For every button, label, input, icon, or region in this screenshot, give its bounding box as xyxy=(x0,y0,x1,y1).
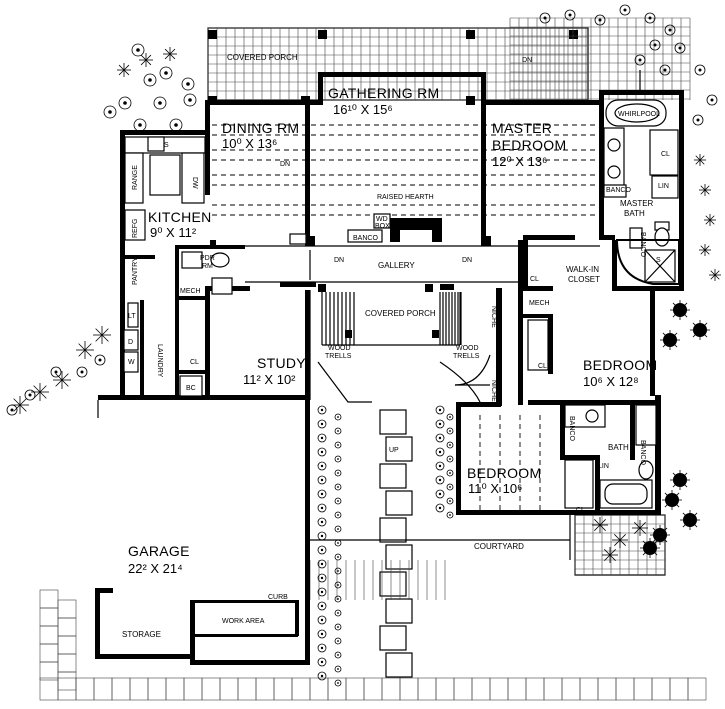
bedroom-lower-dim: 11⁰ X 10⁶ xyxy=(468,481,522,496)
pdr-label-2: RM xyxy=(202,263,213,270)
cl-kitchen-label: CL xyxy=(190,359,199,366)
interior-walls xyxy=(120,90,652,637)
dw-label: DW xyxy=(191,177,198,189)
covered-porch-top-label: COVERED PORCH xyxy=(227,53,298,62)
master-bedroom-label-1: MASTER xyxy=(492,120,552,136)
cl-bedroom-label: CL xyxy=(538,363,547,370)
walkin-closet-label-2: CLOSET xyxy=(568,275,600,284)
master-bath-label-2: BATH xyxy=(624,209,645,218)
cl-bath-label: CL xyxy=(576,507,585,514)
bath-label: BATH xyxy=(608,443,629,452)
wood-trells-left-1: WOOD xyxy=(328,345,351,352)
storage-label: STORAGE xyxy=(122,630,161,639)
porch-stairs xyxy=(317,292,481,403)
work-area-label: WORK AREA xyxy=(222,618,265,625)
exterior-walls xyxy=(95,72,684,665)
master-bedroom-dim: 12⁰ X 13⁶ xyxy=(492,154,547,169)
courtyard-label: COURTYARD xyxy=(474,542,524,551)
master-bedroom-label-2: BEDROOM xyxy=(492,137,566,153)
bedroom-right-dim: 10⁶ X 12⁸ xyxy=(583,374,639,389)
beam-lines xyxy=(97,124,600,560)
banco-lower2-label: BANCO xyxy=(639,440,646,465)
d-label: D xyxy=(128,339,133,346)
banco-bath-label: BANCO xyxy=(606,187,631,194)
bc-label: BC xyxy=(186,385,196,392)
dn-gallery-left-label: DN xyxy=(334,257,344,264)
kitchen-dim: 9⁰ X 11² xyxy=(150,225,197,240)
landscaping xyxy=(6,4,721,687)
lin-master-label: LIN xyxy=(658,183,669,190)
study-label: STUDY xyxy=(257,355,306,371)
shower-s-label: S xyxy=(656,257,661,264)
dining-room-label: DINING RM xyxy=(222,120,299,136)
study-dim: 11² X 10² xyxy=(243,372,296,387)
wood-trells-right-1: WOOD xyxy=(456,345,479,352)
laundry-label: LAUNDRY xyxy=(156,344,163,378)
dn-porch-label: DN xyxy=(522,57,532,64)
fixture-labels: WHIRLPOOL RAISED HEARTH WD BOX BANCO RAN… xyxy=(128,57,670,601)
cl-closet-label: CL xyxy=(530,276,539,283)
mech-right-label: MECH xyxy=(529,300,550,307)
covered-porch-mid-label: COVERED PORCH xyxy=(365,309,436,318)
gallery-label: GALLERY xyxy=(378,261,415,270)
bedroom-lower-label: BEDROOM xyxy=(467,465,541,481)
doors xyxy=(309,70,641,386)
range-label: RANGE xyxy=(132,165,139,190)
lt-label: LT xyxy=(128,313,136,320)
gathering-room-dim: 16¹⁰ X 15⁶ xyxy=(333,102,393,117)
banco-lower-label: BANCO xyxy=(568,416,575,441)
fixtures xyxy=(123,99,680,509)
walkin-closet-label-1: WALK-IN xyxy=(566,265,599,274)
banco-bath2-label: BANCO xyxy=(639,232,646,257)
cl-master-label: CL xyxy=(661,151,670,158)
kitchen-label: KITCHEN xyxy=(148,209,212,225)
bedroom-right-label: BEDROOM xyxy=(583,357,657,373)
whirlpool-label: WHIRLPOOL xyxy=(618,111,660,118)
seat-label: SEAT xyxy=(595,470,602,488)
dn-dining-label: DN xyxy=(280,161,290,168)
sink-s-label: S xyxy=(164,142,169,149)
curb-label: CURB xyxy=(268,594,288,601)
master-bath-label-1: MASTER xyxy=(620,199,654,208)
wd-box-label-2: BOX xyxy=(375,223,390,230)
garage-label: GARAGE xyxy=(128,543,190,559)
dn-gallery-right-label: DN xyxy=(462,257,472,264)
pantry-label: PANTRY xyxy=(132,257,139,285)
paving-top-porch xyxy=(207,27,589,105)
lin-bath-label: LIN xyxy=(598,463,609,470)
niche-upper-label: NICHE xyxy=(490,306,497,328)
room-labels: COVERED PORCH GATHERING RM 16¹⁰ X 15⁶ DI… xyxy=(122,53,657,639)
pdr-label-1: PDR xyxy=(200,255,215,262)
wood-trells-right-2: TRELLS xyxy=(453,353,480,360)
gathering-room-label: GATHERING RM xyxy=(328,85,439,101)
niche-lower-label: NICHE xyxy=(490,380,497,402)
garage-dim: 22² X 21⁴ xyxy=(128,561,183,576)
refg-label: REFG xyxy=(132,219,139,238)
w-label: W xyxy=(128,359,135,366)
wd-box-label-1: WD xyxy=(376,216,388,223)
wood-trells-left-2: TRELLS xyxy=(325,353,352,360)
raised-hearth-label: RAISED HEARTH xyxy=(377,194,434,201)
up-label: UP xyxy=(389,447,399,454)
banco-label: BANCO xyxy=(353,235,378,242)
dining-room-dim: 10⁰ X 13⁶ xyxy=(222,136,277,151)
mech-left-label: MECH xyxy=(180,288,201,295)
